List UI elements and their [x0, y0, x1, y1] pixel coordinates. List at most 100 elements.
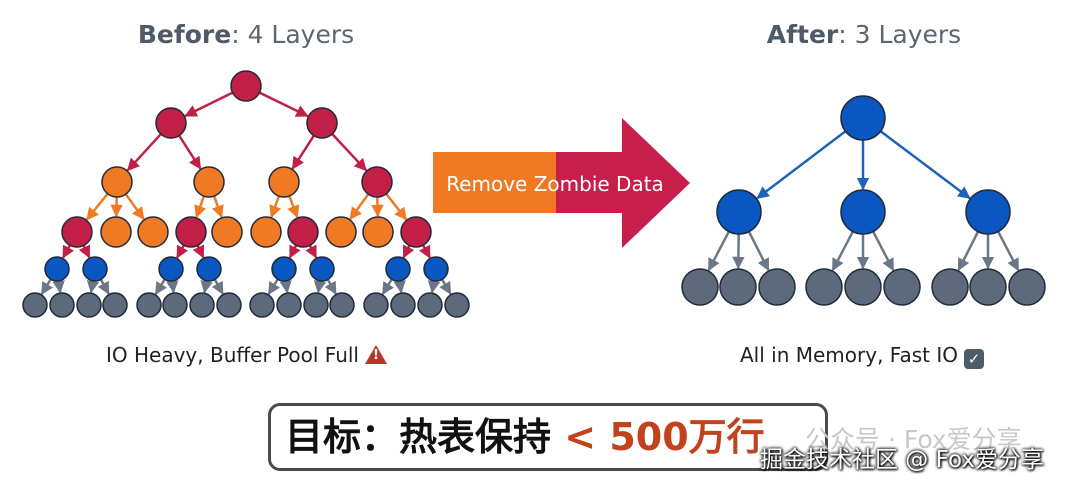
arrow-label: Remove Zombie Data [446, 172, 664, 196]
before-leaf-parent-node [385, 256, 411, 282]
before-leaf-node [76, 292, 102, 318]
before-leaf-node [249, 292, 275, 318]
after-leaf-node [681, 268, 719, 306]
before-edge [166, 280, 179, 294]
before-edge [154, 278, 167, 295]
warning-icon [364, 345, 387, 364]
after-edge [707, 230, 730, 272]
before-edge [124, 193, 145, 221]
before-l3-node [61, 216, 93, 248]
before-edge [184, 91, 234, 118]
after-leaf-node [805, 268, 843, 306]
before-l1-node [306, 107, 338, 139]
after-edge [831, 230, 854, 272]
before-l2-node [361, 166, 393, 198]
before-edge [291, 134, 315, 170]
before-edge [393, 280, 406, 294]
after-edge [756, 130, 847, 200]
before-leaf-node [216, 292, 242, 318]
before-leaf-node [444, 292, 470, 318]
before-leaf-node [189, 292, 215, 318]
before-leaf-node [276, 292, 302, 318]
before-leaf-parent-node [309, 256, 335, 282]
before-edge [381, 278, 394, 295]
before-l3-node [400, 216, 432, 248]
before-leaf-node [363, 292, 389, 318]
before-leaf-node [329, 292, 355, 318]
before-leaf-node [303, 292, 329, 318]
before-l3-node [175, 216, 207, 248]
before-l3-node [100, 216, 132, 248]
before-title: Before: 4 Layers [137, 20, 355, 49]
after-l1-node [965, 189, 1011, 235]
after-root-node [840, 95, 886, 141]
before-l2-node [101, 166, 133, 198]
before-edge [427, 280, 441, 294]
before-edge [62, 244, 75, 259]
before-leaf-node [390, 292, 416, 318]
before-leaf-node [102, 292, 128, 318]
before-edge [324, 278, 337, 295]
after-leaf-node [1008, 268, 1046, 306]
before-leaf-node [49, 292, 75, 318]
after-l1-node [716, 189, 762, 235]
before-edge [194, 195, 207, 219]
before-leaf-node [136, 292, 162, 318]
before-leaf-parent-node [158, 256, 184, 282]
before-edge [269, 195, 282, 219]
before-edge [211, 195, 224, 219]
after-leaf-node [719, 268, 757, 306]
before-edge [287, 195, 300, 219]
before-leaf-parent-node [423, 256, 449, 282]
before-l3-node [287, 216, 319, 248]
before-edge [211, 278, 224, 295]
before-leaf-parent-node [82, 256, 108, 282]
before-edge [192, 244, 205, 259]
after-leaf-node [758, 268, 796, 306]
before-root-node [230, 70, 262, 102]
after-edge [997, 230, 1020, 272]
before-edge [200, 280, 213, 294]
before-edge [97, 278, 110, 295]
before-l3-node [325, 216, 357, 248]
before-leaf-node [162, 292, 188, 318]
after-caption: All in Memory, Fast IO✓ [740, 343, 984, 369]
before-edge [349, 193, 370, 221]
before-edge [178, 134, 202, 170]
before-edge [52, 280, 65, 294]
after-edge [747, 231, 770, 272]
before-edge [86, 192, 109, 221]
before-edge [313, 280, 327, 294]
before-edge [279, 280, 292, 294]
before-l2-node [268, 166, 300, 198]
after-edge [879, 130, 971, 200]
before-l3-node [211, 216, 243, 248]
before-edge [305, 244, 318, 259]
after-edge [957, 231, 980, 272]
before-edge [126, 133, 162, 172]
before-edge [288, 244, 301, 259]
big-arrow: Remove Zombie Data [433, 118, 690, 248]
after-leaf-node [883, 268, 921, 306]
before-l3-node [137, 216, 169, 248]
before-l3-node [250, 216, 282, 248]
before-caption: IO Heavy, Buffer Pool Full [106, 343, 387, 367]
before-l2-node [193, 166, 225, 198]
after-l1-node [840, 189, 886, 235]
after-title: After: 3 Layers [766, 20, 962, 49]
before-edge [78, 244, 91, 259]
before-edge [267, 278, 280, 295]
checkbox-icon: ✓ [963, 349, 984, 369]
before-edge [258, 91, 309, 118]
before-leaf-node [417, 292, 443, 318]
before-edge [385, 193, 408, 221]
before-leaf-parent-node [271, 256, 297, 282]
watermark-faint: 公众号 · Fox爱分享 [805, 425, 1022, 454]
before-l3-node [362, 216, 394, 248]
before-edge [439, 278, 452, 295]
before-edge [402, 244, 415, 259]
goal-box: 目标：热表保持 < 500万行 [268, 403, 828, 471]
before-edge [40, 278, 53, 295]
after-edge [872, 230, 895, 272]
